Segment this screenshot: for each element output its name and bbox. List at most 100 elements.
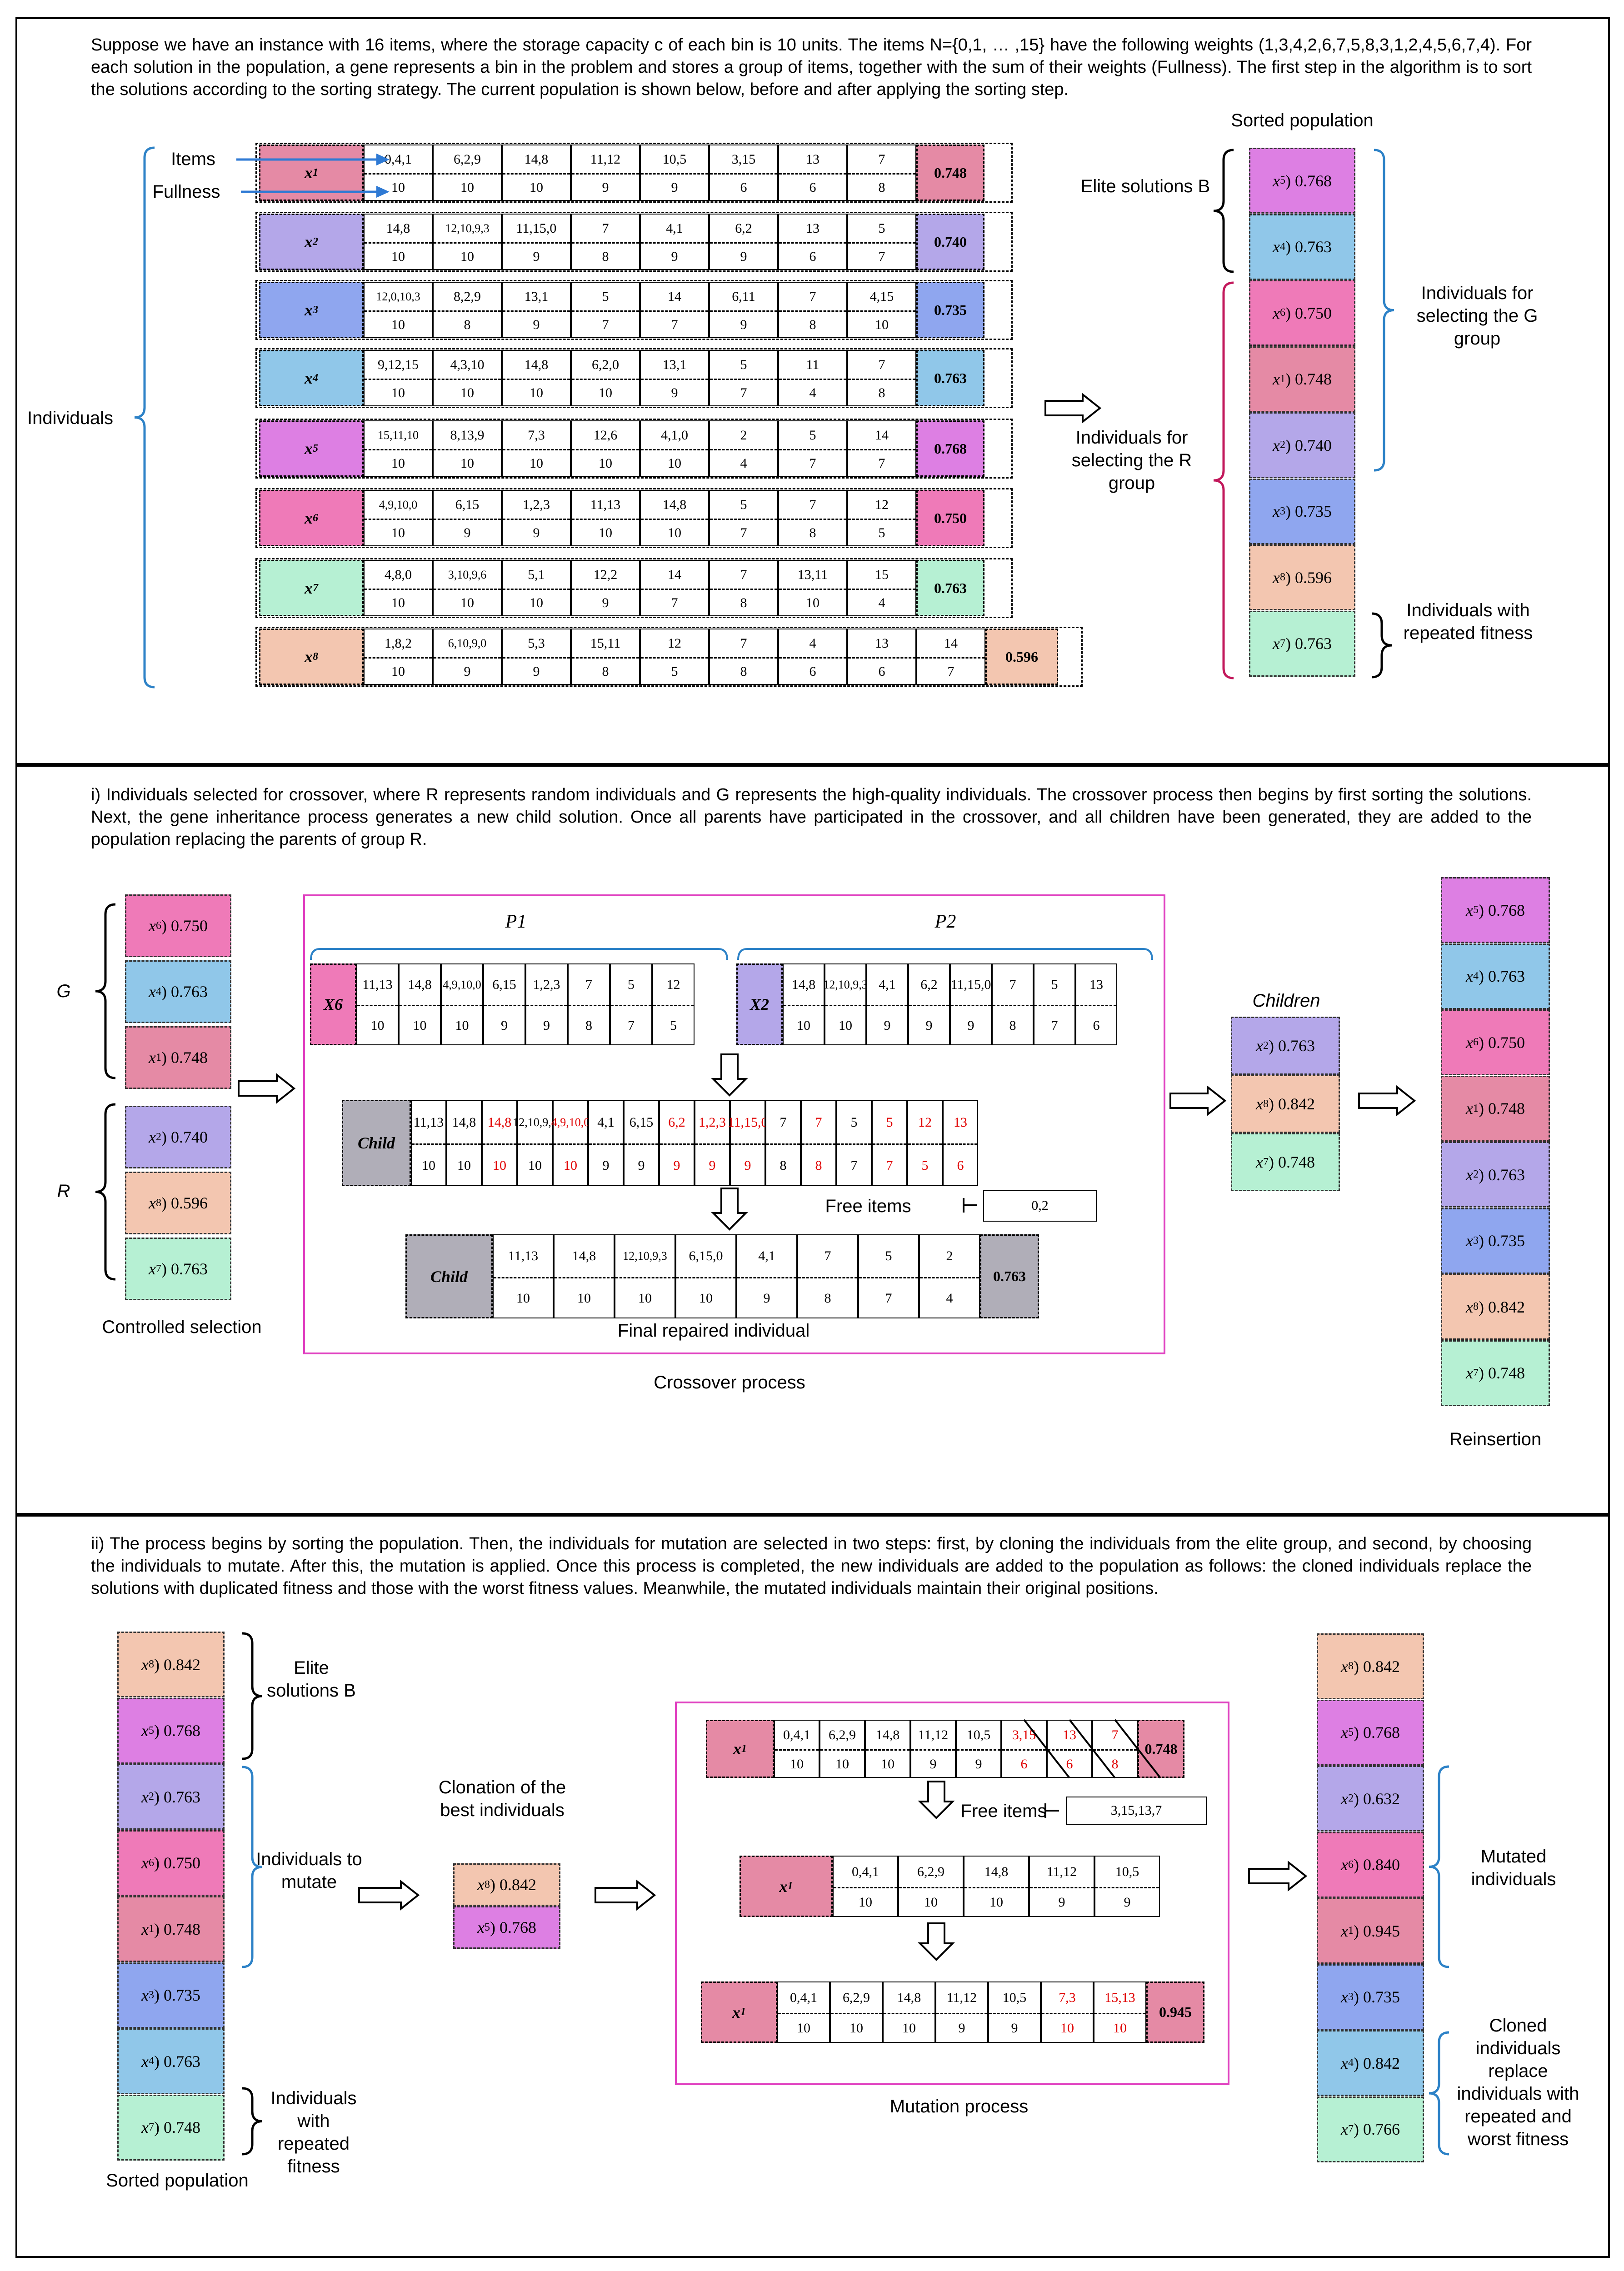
m3-gene-fullness: 10 <box>1113 2021 1127 2036</box>
p1-x3-gene-fullness: 7 <box>602 317 609 332</box>
m1-gene-items: 7 <box>1111 1727 1119 1742</box>
m2-gene-items: 0,4,1 <box>852 1864 879 1879</box>
p1-parent-gene-items: 12 <box>666 977 680 992</box>
p1-x7-gene-fullness: 7 <box>671 595 678 610</box>
p1-x8-gene-fullness: 8 <box>602 664 609 679</box>
p1-parent-gene-fullness: 5 <box>670 1018 677 1033</box>
p2-parent-gene-fullness: 10 <box>797 1018 810 1033</box>
panel-crossover <box>15 765 1610 1515</box>
p1-x3-gene-items: 5 <box>602 289 609 304</box>
repaired-gene-fullness: 4 <box>946 1290 953 1306</box>
p1-parent-gene-fullness: 10 <box>370 1018 385 1033</box>
p1-parent-gene-fullness: 9 <box>501 1018 508 1033</box>
p1-x6-gene-fullness: 8 <box>809 525 816 540</box>
individuals-brace <box>134 146 155 689</box>
child-gene-items: 6,2 <box>668 1114 685 1130</box>
p1-x3-gene-items: 6,11 <box>732 289 755 304</box>
p1-x1-gene-items: 11,12 <box>590 152 621 167</box>
p1-x6-gene-items: 4,9,10,0 <box>379 498 418 511</box>
p2-parent-gene-items: 12,10,9,3 <box>823 978 868 991</box>
elite-solutions-label-2: Elite solutions B <box>267 1658 356 1701</box>
fullness-label: Fullness <box>152 182 220 202</box>
fullness-arrow-head <box>376 185 390 198</box>
p1-x5-gene-fullness: 4 <box>740 456 747 471</box>
p1-x8-gene-fullness: 6 <box>878 664 885 679</box>
p1-x3-gene-items: 12,0,10,3 <box>376 290 420 303</box>
reinsertion-label: Reinsertion <box>1449 1429 1542 1449</box>
p1-x8-gene-items: 7 <box>740 636 747 651</box>
free-items-box: 0,2 <box>983 1190 1097 1222</box>
p1-x1-gene-items: 13 <box>806 152 819 167</box>
p1-x6-gene-items: 5 <box>740 497 747 512</box>
repaired-gene-fullness: 8 <box>824 1290 831 1306</box>
p1-x8-gene-fullness: 6 <box>809 664 816 679</box>
p1-x4-gene-fullness: 10 <box>460 385 474 400</box>
m2-gene-fullness: 10 <box>989 1895 1003 1910</box>
p1-parent-gene-items: 11,13 <box>362 977 393 992</box>
mutation-arrow-1 <box>918 1781 955 1819</box>
p2-parent-gene-items: 7 <box>1009 977 1016 992</box>
child-gene-fullness: 10 <box>457 1158 471 1173</box>
child-gene-items: 4,9,10,0 <box>551 1115 590 1129</box>
m3-gene-items: 10,5 <box>1002 1990 1027 2005</box>
p1-x8-gene-items: 14 <box>944 636 958 651</box>
items-label: Items <box>171 149 215 169</box>
p1-x8-gene-fullness: 8 <box>740 664 747 679</box>
p1-x1-gene-7: 13 6 <box>778 145 847 201</box>
p1-x1-gene-fullness: 6 <box>809 180 816 195</box>
p1-x7-gene-items: 12,2 <box>593 567 618 582</box>
m3-gene-items: 15,13 <box>1104 1990 1135 2005</box>
r-group-brace <box>1213 281 1234 679</box>
m2-gene-fullness: 10 <box>859 1895 872 1910</box>
free-items-box-2: 3,15,13,7 <box>1066 1797 1207 1825</box>
m1-gene-items: 13 <box>1063 1727 1076 1742</box>
p1-x3-gene-items: 13,1 <box>524 289 549 304</box>
p1-x3-fitness: 0.735 <box>916 282 984 338</box>
p1-x1-gene-items: 7 <box>878 152 885 167</box>
p1-x3-gene-fullness: 10 <box>391 317 405 332</box>
m2-gene-1: 0,4,1 10 <box>833 1856 898 1917</box>
p1-x2-gene-fullness: 9 <box>740 249 747 264</box>
p2-parent-gene-items: 5 <box>1051 977 1058 992</box>
child-gene-fullness: 10 <box>528 1158 542 1173</box>
g-brace <box>95 903 116 1079</box>
controlled-selection-label: Controlled selection <box>102 1317 262 1337</box>
child-gene-fullness: 6 <box>957 1158 964 1173</box>
p2-bracket <box>737 948 1153 960</box>
p1-x6-gene-items: 7 <box>809 497 816 512</box>
p1-x6-gene-items: 6,15 <box>455 497 480 512</box>
p1-x5-gene-items: 4,1,0 <box>661 428 688 443</box>
row-x1 <box>255 143 1013 203</box>
